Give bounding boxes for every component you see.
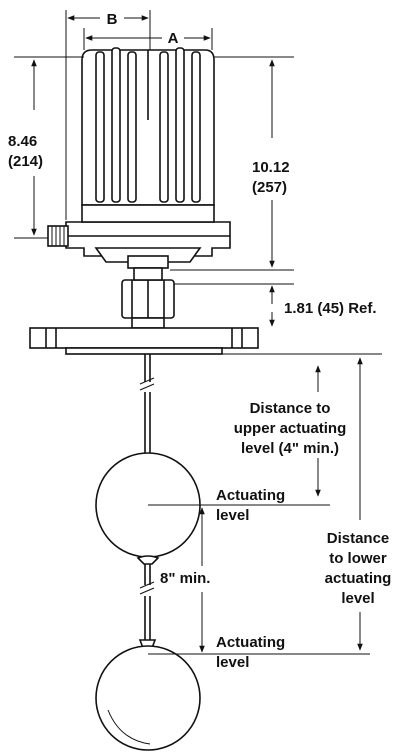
- lower-distance-line3: actuating: [325, 570, 392, 587]
- mounting-flange: [29, 327, 259, 355]
- height-mm: (214): [8, 153, 43, 170]
- overall-inches: 10.12: [252, 159, 290, 176]
- dimension-height: 8.46 (214): [8, 56, 84, 239]
- float-spacing-label: 8" min.: [160, 570, 210, 587]
- lower-distance-dimension: Distance to lower actuating level: [325, 357, 392, 651]
- upper-actuating-level: Actuating level: [148, 487, 330, 524]
- conduit-fitting: [47, 225, 69, 247]
- upper-distance-line2: upper actuating: [234, 420, 347, 437]
- dimension-a-label: A: [168, 30, 179, 47]
- dimension-a: A: [83, 28, 213, 50]
- upper-level-line2: level: [216, 507, 249, 524]
- dimension-reference: 1.81 (45) Ref.: [174, 283, 377, 327]
- float-stem: [139, 354, 155, 458]
- lower-distance-line1: Distance: [327, 530, 390, 547]
- lower-float: [95, 645, 201, 751]
- switch-housing: [47, 47, 231, 269]
- housing-fins: [95, 47, 201, 203]
- float-spacing-dimension: 8" min.: [160, 507, 210, 653]
- lower-level-line1: Actuating: [216, 634, 285, 651]
- upper-distance-dimension: Distance to upper actuating level (4" mi…: [234, 365, 347, 497]
- upper-distance-line1: Distance to: [250, 400, 331, 417]
- lower-distance-line2: to lower: [329, 550, 387, 567]
- dimension-b-label: B: [107, 11, 118, 28]
- lower-distance-line4: level: [341, 590, 374, 607]
- dimension-b: B: [65, 10, 151, 220]
- dimension-overall: 10.12 (257): [170, 56, 294, 271]
- overall-mm: (257): [252, 179, 287, 196]
- upper-level-line1: Actuating: [216, 487, 285, 504]
- lower-level-line2: level: [216, 654, 249, 671]
- lower-actuating-level: Actuating level: [148, 634, 370, 671]
- height-inches: 8.46: [8, 133, 37, 150]
- hex-nut-fitting: [121, 267, 175, 329]
- float-connector: [136, 555, 160, 649]
- reference-dimension: 1.81 (45) Ref.: [284, 300, 377, 317]
- upper-distance-line3: level (4" min.): [241, 440, 339, 457]
